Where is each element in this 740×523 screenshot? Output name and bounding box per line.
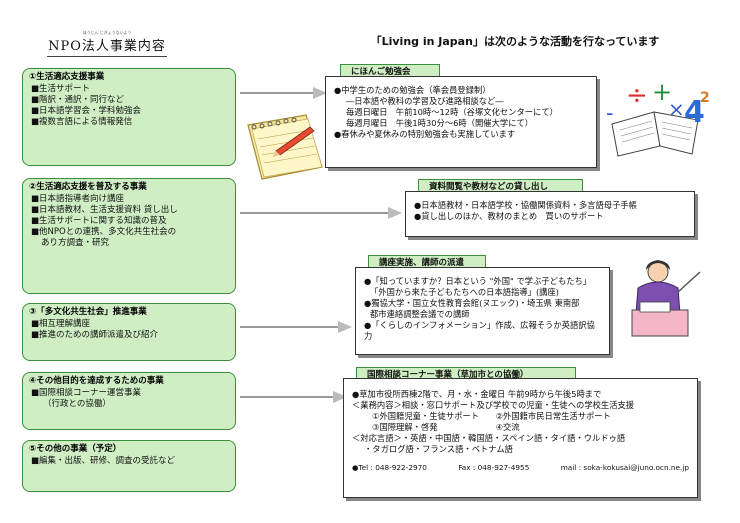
box-1-item: ■階訳・通訳・同行など (31, 95, 125, 105)
consult-contact: ●Tel : 048-922-2970 Fax : 048-927-4955 m… (352, 463, 689, 473)
box-4-item: （行政との協働） (43, 399, 111, 409)
org-title-ruby: ほうじん じぎょうないよう (82, 30, 132, 35)
box-2-item: ■生活サポートに関する知識の普及 (31, 216, 167, 226)
lecture-line: 都市連絡調整会議での講師 (370, 309, 470, 319)
study-box: ●中学生のための勉強会（準会員登録制） ―日本語や教科の学習及び進路相談など― … (325, 76, 597, 168)
box-1-item: ■複数言語による情報発信 (31, 117, 133, 127)
box-1-item: ■生活サポート (31, 84, 91, 94)
svg-text:4: 4 (684, 95, 705, 130)
lecture-box: ●「知っていますか？日本という "外国" で学ぶ子どもたち」 「外国から来た子ど… (355, 267, 610, 355)
box-2-item: ■日本語指導者向け講座 (31, 194, 125, 204)
svg-text:-: - (606, 101, 613, 126)
box-4-item: ■国際相談コーナー運営事業 (31, 388, 142, 398)
box-3: ③「多文化共生社会」推進事業 ■相互理解講座 ■推進のための講師派遣及び紹介 (22, 303, 236, 361)
box-1: ①生活適応支援事業 ■生活サポート ■階訳・通訳・同行など ■日本語学習会・学科… (22, 68, 236, 166)
box-5-heading: ⑤その他の事業（予定） (29, 444, 122, 454)
lecture-line: ●「知っていますか？日本という "外国" で学ぶ子どもたち」 (364, 276, 592, 286)
svg-text:+: + (652, 78, 672, 106)
box-3-item: ■推進のための講師派遣及び紹介 (31, 330, 159, 340)
box-4: ④その他目的を達成するための事業 ■国際相談コーナー運営事業 （行政との協働） (22, 372, 236, 430)
arrow-1 (240, 87, 327, 99)
svg-text:2: 2 (700, 90, 710, 106)
box-1-item: ■日本語学習会・学科勉強会 (31, 106, 142, 116)
svg-text:×: × (668, 97, 685, 121)
arrow-3 (240, 321, 352, 333)
lecture-line: 「外国から来た子どもたちへの日本語指導」(講座) (370, 287, 560, 297)
box-4-heading: ④その他目的を達成するための事業 (29, 376, 164, 386)
box-2-item: ■他NPOとの連携、多文化共生社会の (31, 227, 177, 237)
teacher-icon (610, 258, 710, 340)
box-2-heading: ②生活適応支援を普及する事業 (29, 182, 147, 192)
consult-line: ③国際理解・啓発 ④交流 (372, 422, 520, 432)
lecture-line: ●獨協大学・国立女性教育会館(ヌエック)・埼玉県 東南部 (364, 298, 580, 308)
org-title: ほうじん じぎょうないよう NPO法人事業内容 (32, 30, 182, 57)
study-line: ●中学生のための勉強会（準会員登録制） (334, 85, 491, 95)
main-title: 「Living in Japan」は次のような活動を行なっています (370, 35, 660, 48)
lending-line: ●貸し出しのほか、教材のまとめ 買いのサポート (414, 211, 604, 221)
org-title-text: NPO法人事業内容 (48, 39, 166, 54)
consult-line: ＜対応言語＞・英語・中国語・韓国語・スペイン語・タイ語・ウルドゥ語 (352, 433, 626, 443)
study-line: ―日本語や教科の学習及び進路相談など― (346, 96, 504, 106)
consult-tel: ●Tel : 048-922-2970 (352, 463, 427, 472)
box-3-item: ■相互理解講座 (31, 319, 91, 329)
study-line: 毎週月曜日 午後1時30分〜6時（開催大学にて） (346, 118, 534, 128)
consult-box: ●草加市役所西棟2階で、月・水・金曜日 午前9時から午後5時まで ＜業務内容＞相… (343, 378, 698, 498)
math-book-icon: ÷ + × - 4 2 (604, 76, 714, 158)
notebook-pencil-icon (236, 105, 332, 190)
consult-mail: mail : soka-kokusai@juno.ocn.ne.jp (560, 463, 689, 472)
box-1-heading: ①生活適応支援事業 (29, 72, 105, 82)
arrow-4 (240, 391, 347, 403)
box-2-item: ■日本語教材、生活支援資料 貸し出し (31, 205, 178, 215)
svg-text:÷: ÷ (626, 81, 648, 111)
box-5-item: ■編集・出版、研修、調査の受託など (31, 456, 176, 466)
box-3-heading: ③「多文化共生社会」推進事業 (29, 307, 147, 317)
lending-line: ●日本語教材・日本語学校・協働関係資料・多言語母子手帳 (414, 200, 637, 210)
box-2: ②生活適応支援を普及する事業 ■日本語指導者向け講座 ■日本語教材、生活支援資料… (22, 178, 236, 294)
consult-line: ・タガログ語・フランス語・ベトナム語 (364, 444, 513, 454)
consult-line: ①外国籍児童・生徒サポート ②外国籍市民日常生活サポート (372, 411, 611, 421)
box-2-item: あり方調査・研究 (41, 238, 110, 248)
box-5: ⑤その他の事業（予定） ■編集・出版、研修、調査の受託など (22, 440, 236, 492)
lending-box: ●日本語教材・日本語学校・協働関係資料・多言語母子手帳 ●貸し出しのほか、教材の… (405, 191, 695, 237)
consult-fax: Fax : 048-927-4955 (458, 463, 530, 472)
lecture-line: ●「くらしのインフォメーション」作成、広報そうか英語訳協力 (364, 320, 595, 341)
study-line: 毎週日曜日 午前10時〜12時（谷塚文化センターにて） (346, 107, 558, 117)
study-line: ●春休みや夏休みの特別勉強会も実施しています (334, 129, 516, 139)
consult-line: ●草加市役所西棟2階で、月・水・金曜日 午前9時から午後5時まで (352, 389, 602, 399)
arrow-2 (240, 207, 402, 219)
consult-line: ＜業務内容＞相談・窓口サポート及び学校での児童・生徒への学校生活支援 (352, 400, 635, 410)
